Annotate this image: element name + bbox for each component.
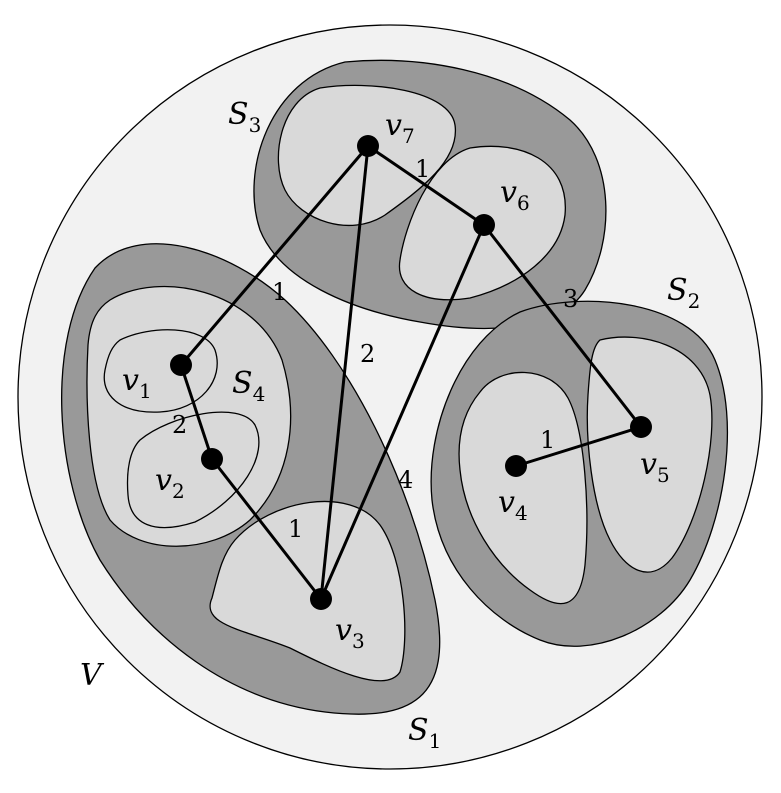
set-label-s2: S2 [667,273,700,313]
vertex-label-v4: v4 [498,485,528,525]
vertex-v1 [170,354,192,376]
edge-weight-v7-v3: 2 [360,340,375,368]
edge-v6-v3 [319,224,486,600]
vertex-label-v6: v6 [500,175,530,215]
cluster-v4 [458,371,588,605]
edge-weight-v7-v1: 1 [272,278,287,306]
set-label-s1: S1 [408,713,441,753]
vertex-v7 [357,135,379,157]
set-label-s3: S3 [228,97,261,137]
cluster-v3 [209,500,406,682]
edge-weight-v7-v6: 1 [415,155,430,183]
vertex-label-v1: v1 [122,363,152,403]
vertex-label-v3: v3 [335,613,365,653]
edge-weight-v6-v3: 4 [398,466,413,494]
weights-layer: 1 1 2 3 4 2 1 1 [172,155,578,543]
vertex-label-v5: v5 [640,447,670,487]
vertex-label-v2: v2 [155,463,185,503]
edge-weight-v2-v3: 1 [288,515,303,543]
edge-v7-v1 [179,145,370,366]
set-label-s4: S4 [232,366,265,406]
edge-v7-v6 [367,144,485,227]
vertex-label-v7: v7 [385,108,415,148]
edge-v2-v3 [210,458,323,600]
universe-label: V [80,658,105,693]
edge-v1-v2 [179,364,214,460]
vertex-v4 [505,455,527,477]
edges-layer [179,144,643,600]
edge-weight-v4-v5: 1 [540,426,555,454]
vertex-v2 [201,448,223,470]
vertex-v3 [310,588,332,610]
edge-v4-v5 [515,425,642,468]
vertices-layer [170,135,652,610]
vertex-labels-layer: v1 v2 v3 v4 v5 v6 v7 [122,108,670,653]
edge-v7-v3 [319,145,370,600]
vertex-v5 [630,416,652,438]
edge-weight-v6-v5: 3 [563,285,578,313]
edge-weight-v1-v2: 2 [172,411,187,439]
edge-v6-v5 [482,224,643,428]
cluster-v2 [126,411,260,529]
vertex-v6 [473,214,495,236]
